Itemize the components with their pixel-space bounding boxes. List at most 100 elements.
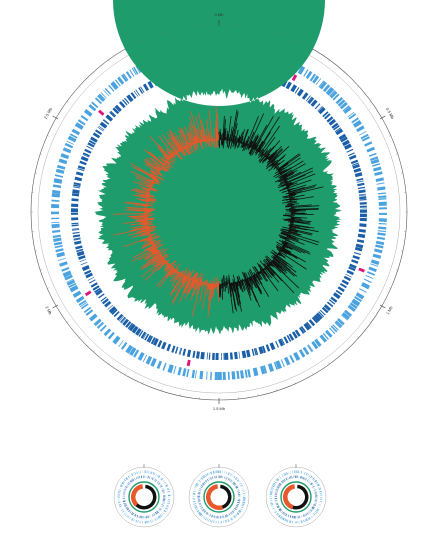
scale-minor-tick	[66, 321, 69, 323]
gc-skew-bar	[158, 268, 175, 288]
gc-skew-bar	[163, 264, 171, 272]
gc-skew-bar	[152, 248, 158, 253]
plasmid-reverse-cds-feature	[288, 514, 290, 518]
plasmid-reverse-cds-feature	[198, 489, 202, 491]
plasmid-forward-cds-feature	[206, 518, 209, 521]
gc-skew-bar	[167, 141, 179, 158]
gc-skew-bar	[277, 181, 292, 189]
scale-minor-tick	[343, 71, 346, 74]
reverse-cds-feature	[359, 202, 367, 205]
reverse-cds-feature	[71, 203, 79, 208]
plasmid-reverse-cds-feature	[129, 480, 132, 483]
gc-skew-bar	[288, 230, 302, 236]
plasmid-forward-cds-feature	[134, 472, 136, 475]
plasmid-reverse-cds-feature	[222, 515, 224, 519]
reverse-cds-feature	[342, 139, 350, 147]
gc-skew-bar	[288, 221, 294, 223]
forward-cds-feature	[231, 371, 236, 380]
gc-skew-bar	[183, 146, 188, 153]
gc-skew-bar	[266, 149, 284, 166]
gc-skew-bar	[140, 230, 153, 235]
plasmid-forward-cds-feature	[274, 481, 277, 484]
gc-skew-bar	[277, 253, 282, 257]
gc-skew-bar	[169, 128, 186, 156]
gc-skew-bar	[280, 229, 290, 233]
gc-skew-bar	[142, 239, 157, 247]
plasmid-reverse-cds-feature	[231, 480, 234, 483]
reverse-cds-feature	[87, 276, 95, 281]
plasmid-reverse-cds-feature	[299, 515, 301, 519]
gc-skew-bar	[255, 149, 257, 152]
gc-skew-bar	[285, 192, 290, 195]
reverse-cds-feature	[353, 252, 361, 256]
gc-skew-bar	[124, 209, 155, 212]
plasmid-reverse-cds-feature	[298, 515, 300, 519]
reverse-cds-feature	[313, 314, 321, 322]
reverse-cds-feature	[338, 133, 347, 140]
plasmid-reverse-cds-feature	[162, 501, 165, 503]
plasmid-forward-cds-feature	[242, 500, 246, 501]
reverse-cds-feature	[326, 301, 334, 308]
plasmid-reverse-cds-feature	[227, 477, 230, 481]
gc-skew-bar	[231, 111, 239, 144]
plasmid-forward-cds-feature	[136, 471, 138, 475]
plasmid-forward-cds-feature	[221, 520, 223, 524]
plasmid-forward-cds-feature	[122, 480, 126, 483]
gc-skew-bar	[141, 236, 152, 242]
plasmid-reverse-cds-feature	[160, 505, 164, 507]
plasmid-reverse-cds-feature	[123, 490, 126, 492]
gc-skew-bar	[211, 139, 213, 147]
plasmid-forward-cds-feature	[272, 507, 275, 510]
plasmid-forward-cds-feature	[240, 506, 244, 509]
forward-cds-feature	[108, 84, 115, 92]
gc-skew-bar	[236, 136, 242, 149]
plasmid-forward-cds-feature	[228, 518, 230, 522]
gc-skew-bar	[200, 281, 203, 286]
gc-skew-bar	[170, 260, 177, 267]
reverse-cds-feature	[120, 316, 126, 323]
plasmid-forward-cds-feature	[230, 473, 233, 477]
forward-cds-feature	[355, 292, 365, 300]
plasmid-forward-cds-feature	[139, 520, 141, 524]
plasmid-reverse-cds-feature	[314, 499, 318, 500]
plasmid-forward-cds-feature	[242, 497, 246, 499]
gc-skew-bar	[166, 259, 170, 263]
plasmid-reverse-cds-feature	[274, 492, 278, 494]
plasmid-reverse-cds-feature	[212, 515, 214, 518]
gc-skew-bar	[174, 132, 185, 150]
forward-cds-feature	[121, 74, 128, 82]
forward-cds-feature	[370, 158, 380, 165]
plasmid-forward-cds-feature	[318, 504, 322, 506]
plasmid-forward-cds-feature	[120, 484, 124, 486]
forward-cds-feature	[303, 69, 309, 77]
plasmid-reverse-cds-feature	[202, 483, 205, 485]
gc-skew-bar	[244, 136, 250, 148]
plasmid-reverse-cds-feature	[235, 485, 238, 488]
scale-tick-label: 0.5 Mb	[385, 107, 396, 121]
gc-skew-bar	[280, 228, 298, 234]
reverse-cds-feature	[84, 148, 92, 154]
plasmid-forward-cds-feature	[319, 500, 323, 502]
reverse-cds-feature	[323, 304, 331, 312]
plasmid-forward-cds-feature	[237, 512, 240, 515]
reverse-cds-feature	[92, 132, 101, 139]
forward-cds-feature	[244, 369, 248, 378]
scale-minor-tick	[108, 362, 110, 365]
gc-skew-bar	[237, 138, 239, 143]
gc-skew-bar	[274, 169, 298, 183]
gc-skew-bar	[140, 237, 152, 243]
gc-skew-bar	[282, 193, 297, 198]
scale-minor-tick	[388, 287, 392, 289]
plasmid-reverse-cds-feature	[199, 488, 202, 490]
plasmid-forward-cds-feature	[304, 519, 307, 522]
gc-skew-bar	[278, 249, 281, 253]
gc-skew-bar	[155, 255, 169, 268]
plasmid-forward-cds-feature	[292, 520, 294, 524]
gc-skew-bar	[168, 131, 184, 154]
plasmid-reverse-cds-feature	[227, 513, 229, 517]
plasmid-reverse-cds-feature	[277, 506, 280, 508]
gc-skew-bar	[290, 205, 320, 208]
plasmid-forward-cds-feature	[304, 472, 306, 475]
plasmid-forward-cds-feature	[242, 502, 245, 504]
plasmid-forward-cds-feature	[213, 471, 215, 474]
